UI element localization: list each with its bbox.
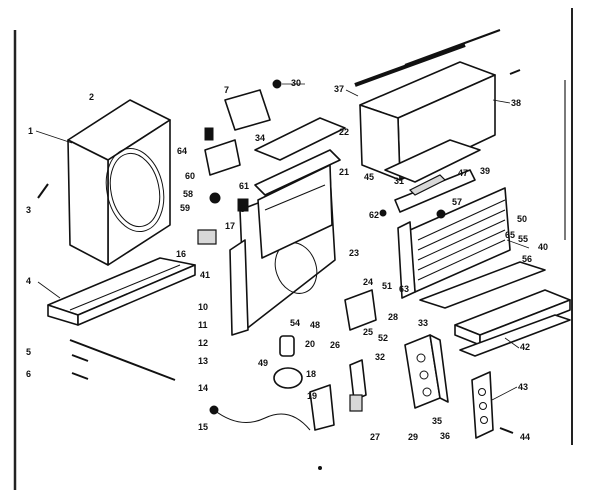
- callout-13: 13: [198, 356, 208, 366]
- callout-11: 11: [198, 320, 208, 330]
- callout-20: 20: [305, 339, 315, 349]
- callout-35: 35: [432, 416, 442, 426]
- callout-39: 39: [480, 166, 490, 176]
- callout-41: 41: [200, 270, 210, 280]
- drain-pans: [419, 261, 571, 357]
- callout-29: 29: [408, 432, 418, 442]
- blower-partition: [229, 149, 341, 336]
- fastener-62: [379, 209, 387, 217]
- callout-40: 40: [538, 242, 548, 252]
- callout-47: 47: [458, 168, 468, 178]
- bracket: [344, 289, 377, 331]
- callout-7: 7: [224, 85, 229, 95]
- callout-21: 21: [339, 167, 349, 177]
- callout-49: 49: [258, 358, 268, 368]
- callout-17: 17: [225, 221, 235, 231]
- fastener-57: [436, 209, 446, 219]
- callout-59: 59: [180, 203, 190, 213]
- callout-18: 18: [306, 369, 316, 379]
- callout-63: 63: [399, 284, 409, 294]
- callout-16: 16: [176, 249, 186, 259]
- callout-23: 23: [349, 248, 359, 258]
- callout-65: 65: [505, 230, 515, 240]
- callout-37: 37: [334, 84, 344, 94]
- callout-55: 55: [518, 234, 528, 244]
- callout-4: 4: [26, 276, 31, 286]
- callout-56: 56: [522, 254, 532, 264]
- scroll-top: [384, 139, 481, 213]
- callout-48: 48: [310, 320, 320, 330]
- callout-42: 42: [520, 342, 530, 352]
- callout-54: 54: [290, 318, 300, 328]
- callout-6: 6: [26, 369, 31, 379]
- callout-62: 62: [369, 210, 379, 220]
- callout-26: 26: [330, 340, 340, 350]
- callout-43: 43: [518, 382, 528, 392]
- bottom-mark: [318, 466, 322, 470]
- callout-38: 38: [511, 98, 521, 108]
- callout-27: 27: [370, 432, 380, 442]
- callout-5: 5: [26, 347, 31, 357]
- leader-lines: [35, 83, 530, 401]
- callout-60: 60: [185, 171, 195, 181]
- control-panel: [404, 334, 449, 409]
- callout-15: 15: [198, 422, 208, 432]
- callout-22: 22: [339, 127, 349, 137]
- callout-14: 14: [198, 383, 208, 393]
- callout-2: 2: [89, 92, 94, 102]
- fan-housing-front: [67, 99, 171, 266]
- callout-61: 61: [239, 181, 249, 191]
- callout-32: 32: [375, 352, 385, 362]
- callout-58: 58: [183, 189, 193, 199]
- callout-57: 57: [452, 197, 462, 207]
- condenser-coil: [397, 187, 511, 299]
- callout-52: 52: [378, 333, 388, 343]
- callout-1: 1: [28, 126, 33, 136]
- top-plate: [254, 117, 346, 161]
- callout-30: 30: [291, 78, 301, 88]
- callout-24: 24: [363, 277, 373, 287]
- callout-25: 25: [363, 327, 373, 337]
- side-panel: [471, 371, 494, 439]
- screws: [37, 69, 521, 434]
- callout-45: 45: [364, 172, 374, 182]
- callout-34: 34: [255, 133, 265, 143]
- callout-50: 50: [517, 214, 527, 224]
- callout-28: 28: [388, 312, 398, 322]
- base-pan: [47, 257, 196, 326]
- callout-19: 19: [307, 391, 317, 401]
- callout-36: 36: [440, 431, 450, 441]
- callout-8: 8: [240, 204, 245, 214]
- capacitor: [279, 335, 295, 357]
- callout-31: 31: [394, 176, 404, 186]
- callout-64: 64: [177, 146, 187, 156]
- callout-33: 33: [418, 318, 428, 328]
- rod: [69, 339, 176, 381]
- callout-10: 10: [198, 302, 208, 312]
- callout-44: 44: [520, 432, 530, 442]
- motor-parts: [273, 359, 367, 431]
- callout-51: 51: [382, 281, 392, 291]
- callout-12: 12: [198, 338, 208, 348]
- wire-harness: [213, 409, 311, 431]
- blower-hardware: [197, 79, 282, 245]
- callout-3: 3: [26, 205, 31, 215]
